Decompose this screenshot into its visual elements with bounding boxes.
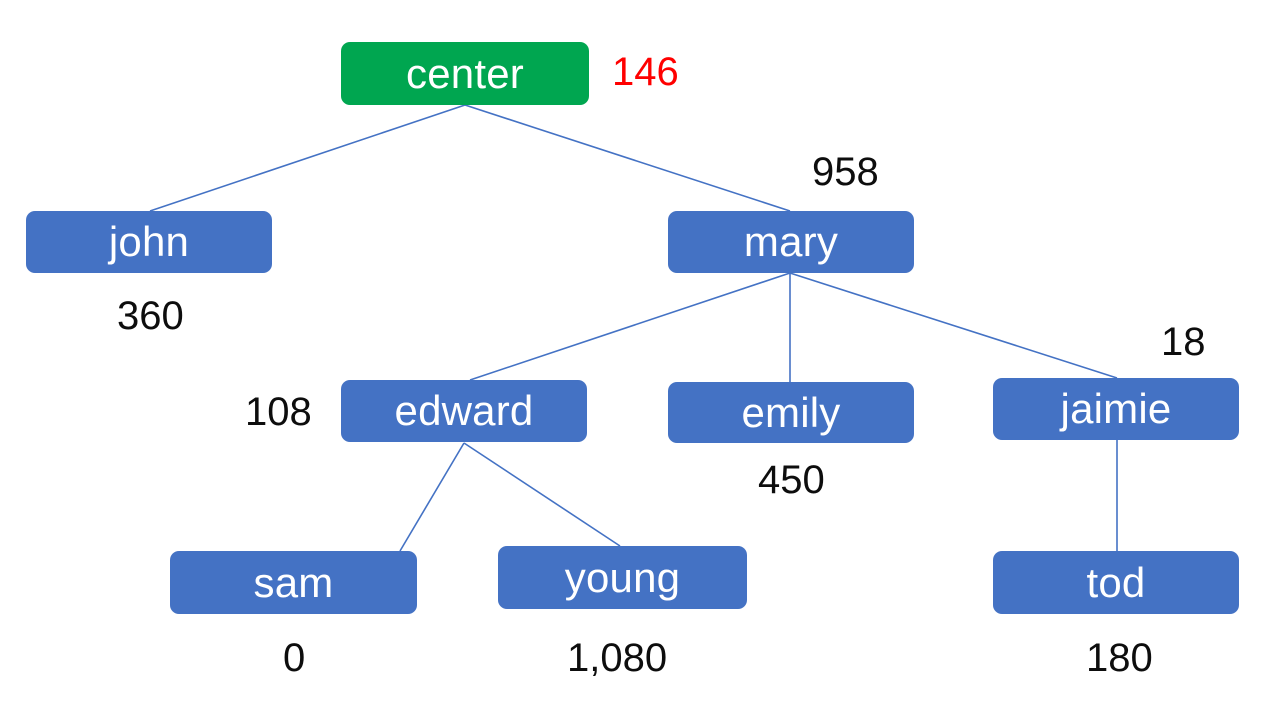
value-edward: 108 xyxy=(245,390,312,434)
node-tod-label: tod xyxy=(1086,558,1146,606)
edge-mary-edward xyxy=(469,272,791,381)
node-center-label: center xyxy=(406,49,524,97)
value-sam: 0 xyxy=(283,636,306,680)
edge-edward-sam xyxy=(399,442,465,552)
node-jaimie[interactable]: jaimie xyxy=(993,378,1239,440)
edge-center-john xyxy=(149,104,466,212)
node-mary-label: mary xyxy=(743,218,839,265)
node-edward-label: edward xyxy=(394,387,534,434)
value-jaimie: 18 xyxy=(1161,320,1206,364)
value-emily: 450 xyxy=(758,458,825,502)
node-young-label: young xyxy=(564,553,681,601)
value-john: 360 xyxy=(117,294,184,338)
node-jaimie-label: jaimie xyxy=(1060,385,1172,432)
node-young[interactable]: young xyxy=(498,546,747,609)
edge-edward-young xyxy=(463,442,621,547)
node-emily[interactable]: emily xyxy=(668,382,914,443)
node-tod[interactable]: tod xyxy=(993,551,1239,614)
edge-mary-jaimie xyxy=(789,272,1118,379)
node-emily-label: emily xyxy=(741,388,841,436)
node-sam-label: sam xyxy=(253,558,334,606)
value-mary: 958 xyxy=(812,150,879,194)
node-john[interactable]: john xyxy=(26,211,272,273)
node-edward[interactable]: edward xyxy=(341,380,587,442)
node-sam[interactable]: sam xyxy=(170,551,417,614)
edge-center-mary xyxy=(464,104,791,212)
node-center[interactable]: center xyxy=(341,42,589,105)
value-center: 146 xyxy=(612,50,679,94)
node-mary[interactable]: mary xyxy=(668,211,914,273)
value-young: 1,080 xyxy=(567,636,668,680)
value-tod: 180 xyxy=(1086,636,1153,680)
node-john-label: john xyxy=(108,218,190,265)
